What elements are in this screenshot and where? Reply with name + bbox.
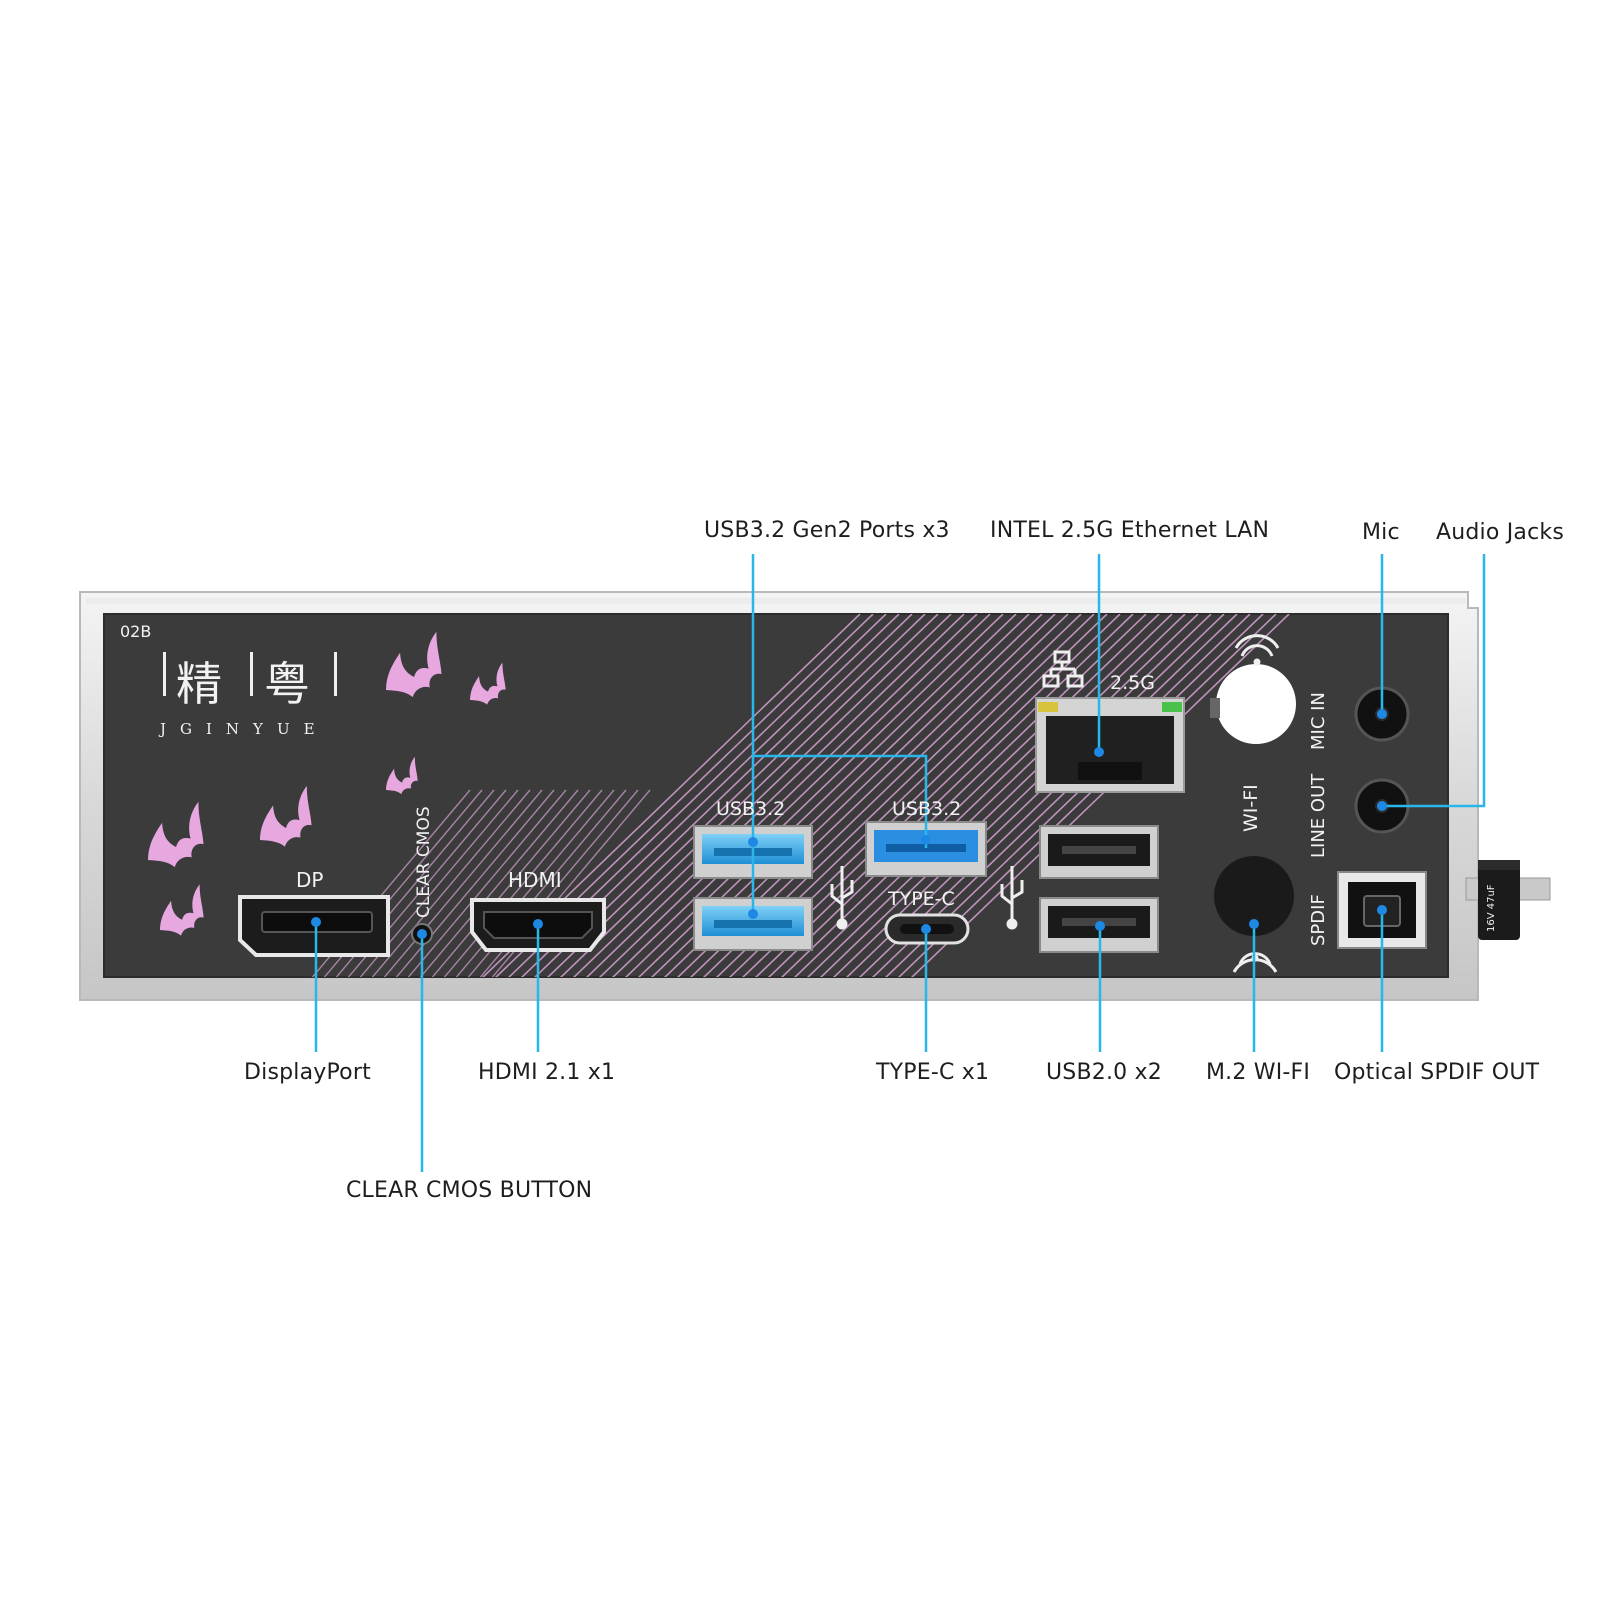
wifi-icon [1234,634,1280,666]
leader-usb32 [751,554,928,918]
typec-label: TYPE-C [888,888,955,910]
decorative-stripe [546,614,926,977]
decorative-stripe [624,614,1004,977]
callout-usb32-gen2: USB3.2 Gen2 Ports x3 [704,518,950,543]
brand-cjk-2: 粤 [264,657,310,711]
callout-m2-wifi: M.2 WI-FI [1206,1060,1311,1085]
line-out-label: LINE OUT [1308,773,1329,858]
decorative-stripe [910,614,1290,977]
callout-usb20: USB2.0 x2 [1046,1060,1162,1085]
spdif-label: SPDIF [1308,894,1329,946]
decorative-stripe [611,614,991,977]
dp-label: DP [296,868,324,892]
decorative-stripe [419,789,579,977]
decorative-stripe [585,614,965,977]
decorative-stripe [455,789,615,977]
decorative-stripe [819,614,1199,977]
callout-displayport: DisplayPort [244,1060,371,1085]
callout-audio-jacks: Audio Jacks [1436,520,1564,545]
lan-speed-label: 2.5G [1110,672,1155,694]
network-icon [1042,650,1084,688]
capacitor [1465,860,1551,940]
brand-latin: JGINYUE [160,720,329,738]
brand-cjk-1: 精 [176,657,222,711]
decorative-stripe [572,614,952,977]
decorative-stripe [431,789,591,977]
brand-logo [163,652,337,696]
decorative-stripe [443,789,603,977]
usb32-right-label: USB3.2 [892,798,962,820]
mic-in-label: MIC IN [1308,692,1329,750]
decorative-stripe [395,789,555,977]
wifi-antenna-bottom [1214,856,1294,936]
usb-icon [1000,866,1024,930]
leader-lines [314,554,1486,1172]
callout-mic: Mic [1362,520,1400,545]
wifi-label: WI-FI [1240,784,1262,832]
ethernet-port [1035,697,1185,793]
decorative-stripe [371,789,531,977]
usb20-port-top [1039,825,1159,879]
decorative-stripe [598,614,978,977]
decorative-stripe [806,614,1186,977]
callout-spdif-out: Optical SPDIF OUT [1334,1060,1540,1085]
decorative-stripe [407,789,567,977]
decorative-stripe [793,614,1173,977]
hdmi-label: HDMI [508,868,562,892]
panel-code: 02B [120,622,152,641]
decorative-stripe [559,614,939,977]
wifi-antenna-top [1210,664,1296,744]
usb32-left-label: USB3.2 [716,798,786,820]
leader-audio [1382,554,1486,808]
callout-typec: TYPE-C x1 [876,1060,990,1085]
callout-hdmi: HDMI 2.1 x1 [478,1060,616,1085]
capacitor-marking: 16V 47uF [1486,884,1497,932]
usb-icon [830,866,854,930]
callout-clear-cmos-button: CLEAR CMOS BUTTON [346,1178,593,1203]
callout-ethernet: INTEL 2.5G Ethernet LAN [990,518,1270,543]
clear-cmos-label: CLEAR CMOS [414,806,434,918]
decorative-stripe [383,789,543,977]
leader-endpoints [311,709,1387,939]
